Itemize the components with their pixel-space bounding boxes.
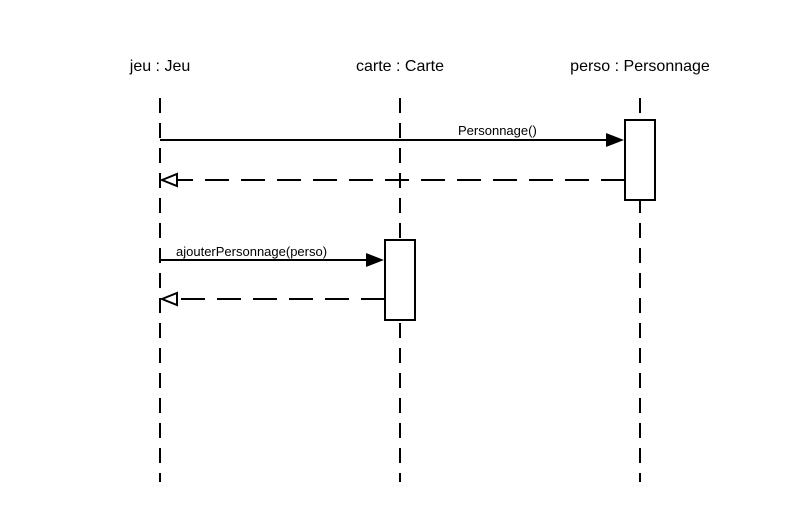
activation-perso <box>624 119 656 201</box>
return-arrowhead-personnage <box>159 172 178 188</box>
lifeline-label-carte: carte : Carte <box>355 58 445 75</box>
return-arrowhead-ajouter <box>159 291 178 307</box>
message-label-personnage: Personnage() <box>458 123 537 138</box>
message-arrowhead-personnage <box>606 133 624 147</box>
message-arrowhead-ajouter <box>366 253 384 267</box>
message-label-ajouter: ajouterPersonnage(perso) <box>176 244 328 259</box>
activation-carte <box>384 239 416 321</box>
lifeline-label-jeu: jeu : Jeu <box>129 58 191 75</box>
lifeline-label-perso: perso : Personnage <box>570 58 710 75</box>
